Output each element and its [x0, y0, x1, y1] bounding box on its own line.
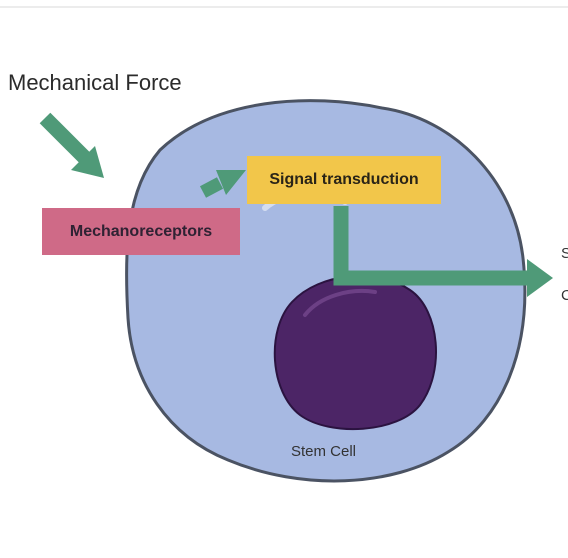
stem-cell-label: Stem Cell — [291, 443, 357, 460]
cropped-label-edge-1: S — [561, 245, 568, 262]
mechanical-force-label: Mechanical Force — [8, 70, 182, 95]
signal-transduction-label: Signal transduction — [269, 171, 419, 188]
signal-output-arrow — [333, 206, 553, 297]
receptor-to-signal-arrow — [199, 170, 246, 198]
mechanoreceptors-box: Mechanoreceptors — [42, 208, 240, 255]
force-arrow — [39, 112, 104, 178]
nucleus-highlight — [303, 289, 377, 317]
nucleus — [273, 275, 437, 431]
cropped-label-edge-2: C — [561, 287, 568, 304]
signal-transduction-box: Signal transduction — [247, 156, 441, 204]
mechanoreceptors-label: Mechanoreceptors — [69, 222, 213, 240]
